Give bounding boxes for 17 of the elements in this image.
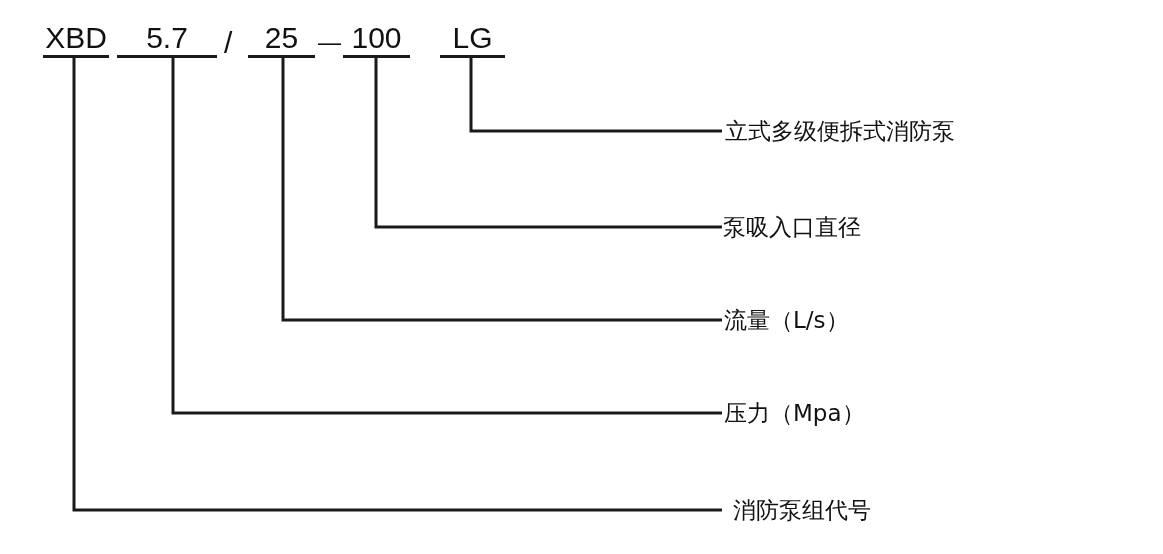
slash-separator: / [224, 28, 233, 58]
description-text: 立式多级便拆式消防泵 [722, 116, 955, 146]
dash-separator: — [318, 31, 341, 54]
leader-line [171, 58, 722, 415]
description-text: 流量（L/s） [722, 305, 849, 335]
model-code-segment: XBD [43, 24, 109, 58]
description-text: 消防泵组代号 [722, 495, 871, 525]
leader-line [469, 58, 722, 133]
model-code-segment: 100 [343, 24, 410, 58]
leader-line [374, 58, 722, 229]
model-code-segment: LG [440, 24, 505, 58]
model-code-segment: 25 [248, 24, 315, 58]
leader-line [72, 58, 722, 512]
leader-line [281, 58, 722, 322]
model-code-segment: 5.7 [117, 24, 217, 58]
description-text: 压力（Mpa） [722, 398, 865, 428]
description-text: 泵吸入口直径 [722, 212, 861, 242]
